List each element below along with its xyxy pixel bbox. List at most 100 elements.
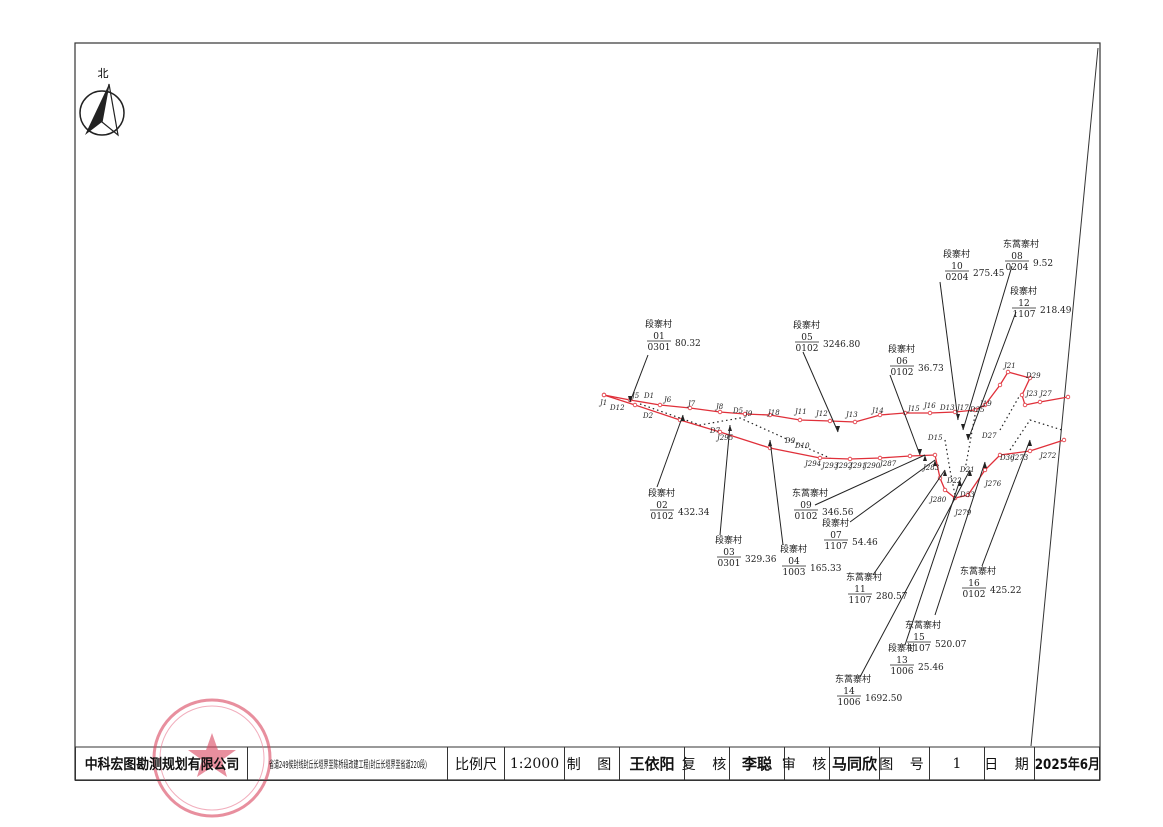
leader-line bbox=[769, 439, 784, 546]
parcel-land-code: 0301 bbox=[648, 343, 671, 353]
parcel-area: 218.49 bbox=[1040, 306, 1072, 316]
parcel-area: 425.22 bbox=[990, 586, 1022, 596]
survey-point-label: D27 bbox=[981, 432, 997, 440]
parcel-number: 09 bbox=[800, 501, 812, 511]
arrow-icon bbox=[628, 396, 632, 402]
parcel-number: 13 bbox=[896, 656, 908, 666]
audited-by: 马同欣 bbox=[830, 747, 880, 780]
parcel-area: 1692.50 bbox=[865, 694, 902, 704]
parcel-area: 346.56 bbox=[822, 508, 854, 518]
land-boundary-dotted bbox=[999, 394, 1021, 431]
parcel-area: 9.52 bbox=[1033, 259, 1053, 269]
company-name-cell: 中科宏图勘测规划有限公司 bbox=[75, 747, 248, 780]
parcel-village: 段寨村 bbox=[943, 248, 970, 260]
audit-label: 审 核 bbox=[782, 747, 830, 780]
boundary-point bbox=[717, 409, 723, 415]
land-boundary-dotted bbox=[964, 414, 976, 471]
survey-point-label: D13 bbox=[939, 404, 955, 412]
boundary-point bbox=[717, 429, 723, 435]
survey-point-label: J291 bbox=[848, 462, 866, 470]
survey-point-label: D2 bbox=[642, 412, 654, 420]
leader-line bbox=[904, 479, 961, 646]
parcel-village: 段寨村 bbox=[645, 318, 672, 330]
parcel-land-code: 1003 bbox=[783, 568, 806, 578]
arrow-icon bbox=[768, 440, 772, 446]
survey-point-label: J290 bbox=[862, 462, 881, 470]
parcel-village: 东蒿寨村 bbox=[792, 487, 828, 499]
boundary-point bbox=[982, 402, 988, 408]
leader-line bbox=[934, 461, 986, 616]
boundary-point bbox=[907, 453, 913, 459]
arrow-icon bbox=[968, 470, 972, 476]
parcel-number: 07 bbox=[830, 531, 842, 541]
parcel-land-code: 1006 bbox=[891, 667, 914, 677]
parcel-number: 02 bbox=[656, 501, 667, 511]
survey-point-label: J294 bbox=[803, 460, 821, 468]
parcel-land-code: 0102 bbox=[963, 590, 986, 600]
parcel-number: 15 bbox=[913, 633, 925, 643]
parcel-area: 36.73 bbox=[918, 364, 944, 374]
parcel-area: 275.45 bbox=[973, 269, 1005, 279]
project-title-cell: 省道249侯封线封丘长垣界至陈桥段改建工程(封丘长垣界至省道220段) bbox=[248, 747, 448, 780]
leader-line bbox=[719, 424, 731, 536]
survey-point-label: D25 bbox=[969, 406, 985, 414]
parcel-land-code: 1107 bbox=[1013, 310, 1036, 320]
survey-point-label: D9 bbox=[784, 437, 796, 445]
boundary-point bbox=[827, 418, 833, 424]
parcel-village: 段寨村 bbox=[648, 487, 675, 499]
boundary-point bbox=[932, 452, 938, 458]
parcel-village: 东蒿寨村 bbox=[846, 571, 882, 583]
boundary-point bbox=[687, 405, 693, 411]
scale-value: 1:2000 bbox=[505, 747, 565, 780]
survey-point-label: J5 bbox=[630, 392, 640, 400]
parcel-land-code: 1107 bbox=[825, 542, 848, 552]
parcel-number: 16 bbox=[968, 579, 980, 589]
leader-lines bbox=[628, 265, 1032, 678]
boundary-point bbox=[1027, 448, 1033, 454]
survey-point-label: J18 bbox=[766, 409, 780, 417]
survey-point-label: J293 bbox=[820, 462, 839, 470]
survey-point-label: D36 bbox=[999, 454, 1015, 462]
leader-line bbox=[872, 469, 946, 576]
arrow-icon bbox=[836, 426, 840, 432]
reviewed-by: 李聪 bbox=[730, 747, 785, 780]
drawn-by: 王依阳 bbox=[620, 747, 685, 780]
boundary-point bbox=[877, 412, 883, 418]
survey-point-label: J15 bbox=[906, 405, 920, 413]
parcel-village: 段寨村 bbox=[715, 534, 742, 546]
land-boundary-dotted bbox=[944, 439, 956, 496]
north-arrow-icon: 北 bbox=[79, 67, 125, 137]
parcel-land-code: 1107 bbox=[849, 596, 872, 606]
date-value: 2025年6月 bbox=[1034, 756, 1100, 773]
survey-point-label: J8 bbox=[714, 403, 724, 411]
arrow-icon bbox=[923, 455, 927, 461]
arrow-icon bbox=[681, 415, 685, 421]
arrow-icon bbox=[961, 424, 965, 430]
boundary-point bbox=[742, 411, 748, 417]
leader-line bbox=[629, 354, 649, 403]
parcel-land-code: 0102 bbox=[651, 512, 674, 522]
parcel-village: 东蒿寨村 bbox=[960, 565, 996, 577]
parcel-area: 280.57 bbox=[876, 592, 908, 602]
parcel-number: 10 bbox=[951, 262, 963, 272]
arrow-icon bbox=[958, 480, 962, 486]
survey-point-label: J295 bbox=[715, 434, 734, 442]
survey-point-label: J287 bbox=[878, 460, 897, 468]
leader-line bbox=[814, 454, 926, 506]
survey-point-label: D15 bbox=[927, 434, 943, 442]
boundary-point bbox=[982, 467, 988, 473]
parcel-area: 520.07 bbox=[935, 640, 967, 650]
survey-point-label: J272 bbox=[1038, 452, 1057, 460]
survey-point-label: J12 bbox=[814, 410, 828, 418]
